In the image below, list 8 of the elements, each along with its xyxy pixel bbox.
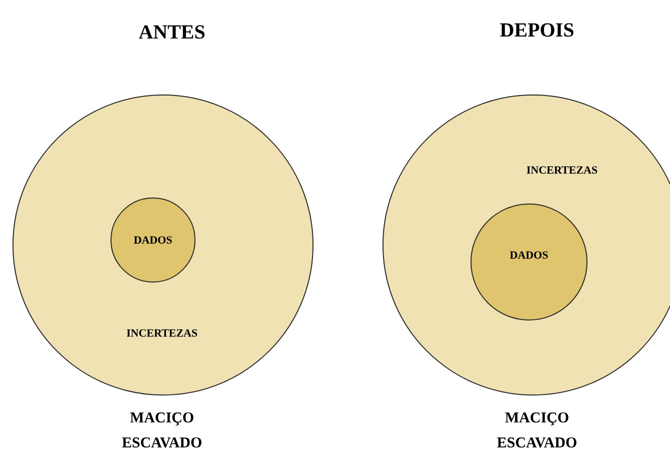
circle-label: DADOS [134,236,172,244]
heading: ANTES [138,25,204,39]
heading: DEPOIS [500,23,574,37]
node-label: MACIÇO ESCAVADO [497,412,576,448]
circle-label: DADOS [510,251,548,259]
circle-label: INCERTEZAS [126,329,198,337]
node-label: MACIÇO ESCAVADO [122,412,202,448]
circle-label: INCERTEZAS [526,166,598,174]
